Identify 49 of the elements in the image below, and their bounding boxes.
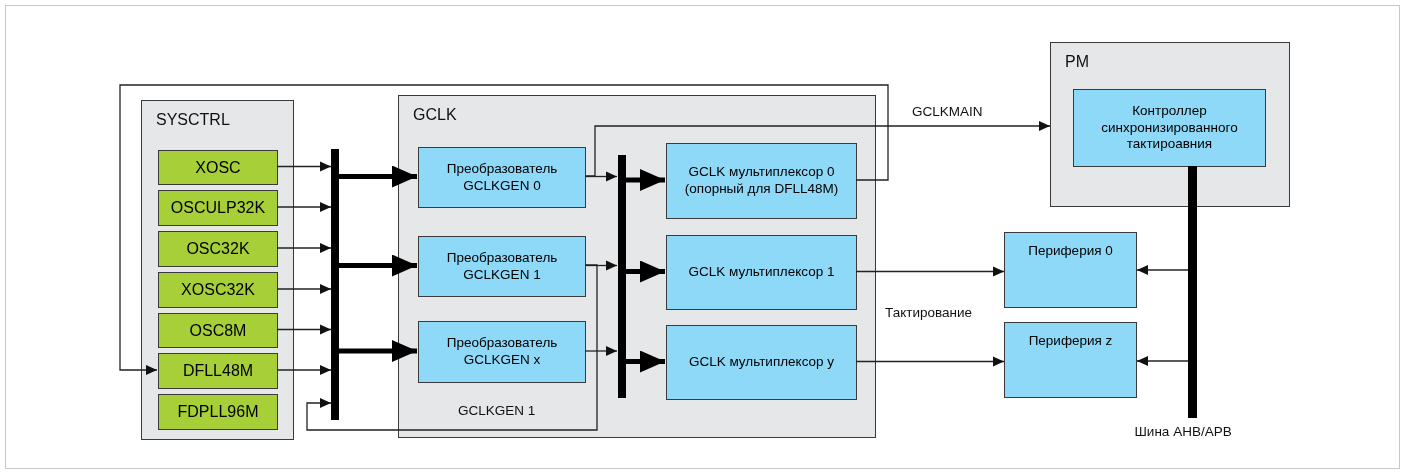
signal-label: Тактирование bbox=[885, 305, 972, 320]
bus-arrow bbox=[625, 350, 665, 373]
oscillator-box: XOSC bbox=[158, 150, 278, 185]
module-panel bbox=[1050, 42, 1290, 207]
arrow bbox=[276, 161, 332, 172]
arrow bbox=[855, 266, 1005, 277]
edge-label: GCLKGEN 1 bbox=[458, 403, 536, 418]
bus-arrow bbox=[625, 169, 665, 191]
module-title: GCLK bbox=[413, 106, 457, 124]
bus-bar bbox=[1188, 166, 1197, 418]
bus-arrow bbox=[339, 165, 417, 188]
arrow bbox=[1136, 265, 1189, 275]
oscillator-box: OSCULP32K bbox=[158, 190, 278, 226]
module-title: PM bbox=[1065, 53, 1089, 71]
bus-arrow bbox=[625, 260, 665, 283]
block-box: Контроллер синхронизированного тактироавния bbox=[1073, 89, 1266, 167]
arrow bbox=[1136, 356, 1189, 366]
block-box: GCLK мультиплексор y bbox=[666, 325, 857, 400]
arrow bbox=[584, 121, 1051, 177]
block-box: GCLK мультиплексор 0 (опорный для DFLL48M) bbox=[666, 143, 857, 219]
block-box: GCLK мультиплексор 1 bbox=[666, 235, 857, 310]
oscillator-box: DFLL48M bbox=[158, 353, 278, 389]
oscillator-box: OSC8M bbox=[158, 313, 278, 348]
arrow bbox=[276, 202, 332, 212]
bus-bar bbox=[331, 149, 339, 420]
peripheral-box: Периферия 0 bbox=[1004, 232, 1137, 308]
arrow bbox=[855, 356, 1005, 367]
edge-label: GCLKMAIN bbox=[912, 104, 983, 119]
arrow bbox=[276, 324, 332, 335]
oscillator-box: FDPLL96M bbox=[158, 394, 278, 430]
bus-label: Шина AHB/APB bbox=[1134, 424, 1232, 439]
block-box: Преобразователь GCLKGEN 0 bbox=[418, 147, 586, 208]
module-title: SYSCTRL bbox=[156, 111, 230, 129]
block-box: Преобразователь GCLKGEN 1 bbox=[418, 236, 586, 297]
arrow bbox=[584, 346, 618, 356]
arrow bbox=[119, 84, 889, 375]
arrow bbox=[306, 264, 598, 431]
peripheral-box: Периферия z bbox=[1004, 322, 1137, 398]
module-panel bbox=[398, 95, 876, 438]
arrow bbox=[276, 243, 332, 253]
module-panel bbox=[141, 100, 294, 440]
arrow bbox=[276, 365, 332, 375]
oscillator-box: OSC32K bbox=[158, 231, 278, 267]
oscillator-box: XOSC32K bbox=[158, 272, 278, 308]
arrow bbox=[276, 284, 332, 294]
bus-bar bbox=[618, 155, 626, 398]
block-box: Преобразователь GCLKGEN x bbox=[418, 321, 586, 383]
bus-arrow bbox=[339, 254, 417, 277]
bus-arrow bbox=[339, 340, 417, 362]
